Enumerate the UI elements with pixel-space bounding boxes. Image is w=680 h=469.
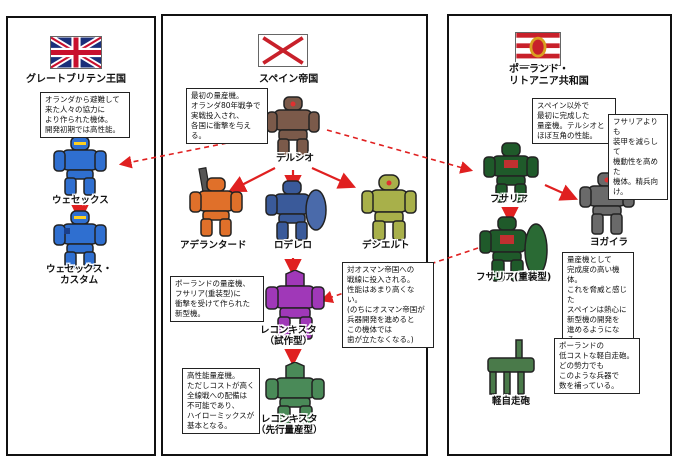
robot-wessex-custom[interactable] — [52, 208, 108, 270]
label-adelantado: アデランタード — [180, 240, 247, 251]
burgundy-cross-flag — [258, 34, 308, 67]
poland-lithuania-flag — [515, 32, 561, 66]
label-desierto: デシエルト — [362, 240, 410, 251]
label-wessex-custom: ウェセックス・ カスタム — [46, 264, 113, 286]
robot-adelantado[interactable] — [186, 166, 244, 238]
label-tercio: テルシオ — [276, 153, 315, 164]
label-husaria: フサリア — [490, 194, 529, 205]
label-light-walker: 軽自走砲 — [492, 396, 531, 407]
label-reconquista-early: レコンキスタ （先行量産型） — [256, 414, 323, 436]
note-husaria-heavy: 量産機として 完成度の高い機体。 これを脅威と感じた スペインは熱心に 新型機の… — [562, 252, 634, 348]
note-tercio: 最初の量産機。 オランダ80年戦争で 実戦投入され、 各国に衝撃を与える。 — [186, 88, 268, 144]
robot-desierto[interactable] — [360, 172, 418, 242]
robot-wessex[interactable] — [52, 134, 108, 196]
label-reconquista-proto: レコンキスタ （試作型） — [260, 325, 317, 347]
note-jegier: フサリアよりも 装甲を減らして 機動性を高めた 機体。精兵向け。 — [608, 114, 668, 200]
note-husaria: スペイン以外で 最初に完成した 量産機。テルシオと ほぼ互角の性能。 — [532, 98, 616, 144]
label-jegier: ヨガイラ — [590, 237, 629, 248]
note-britain: オランダから避難して 来た人々の協力に より作られた機体。 開発初期では高性能。 — [40, 92, 130, 138]
note-walker: ポーランドの 低コストな軽自走砲。 どの勢力でも このような兵器で 数を補ってい… — [554, 338, 640, 394]
robot-light-walker[interactable] — [480, 336, 544, 398]
robot-rodelero[interactable] — [264, 178, 330, 244]
robot-reconquista-proto[interactable] — [264, 270, 326, 342]
robot-husaria[interactable] — [482, 140, 540, 204]
union-jack-flag — [50, 36, 102, 69]
note-reconquista: ポーランドの量産機、 フサリア(重装型)に 衝撃を受けて作られた 新型機。 — [170, 276, 264, 322]
country-spain: スペイン帝国 — [259, 74, 319, 85]
robot-husaria-heavy[interactable] — [478, 214, 550, 284]
label-rodelero: ロデレロ — [274, 240, 313, 251]
robot-reconquista-early[interactable] — [264, 362, 326, 428]
label-wessex: ウェセックス — [52, 195, 109, 206]
country-poland: ポーランド・ リトアニア共和国 — [509, 64, 589, 87]
note-desierto: 対オスマン帝国への 戦線に投入される。 性能はあまり高くない。 (のちにオスマン… — [342, 262, 434, 348]
robot-tercio[interactable] — [264, 94, 322, 158]
label-husaria-heavy: フサリア(重装型) — [476, 272, 552, 283]
note-early: 高性能量産機。 ただしコストが高く 全線戦への配備は 不可能であり、 ハイローミ… — [182, 368, 260, 434]
country-britain: グレートブリテン王国 — [26, 74, 126, 85]
